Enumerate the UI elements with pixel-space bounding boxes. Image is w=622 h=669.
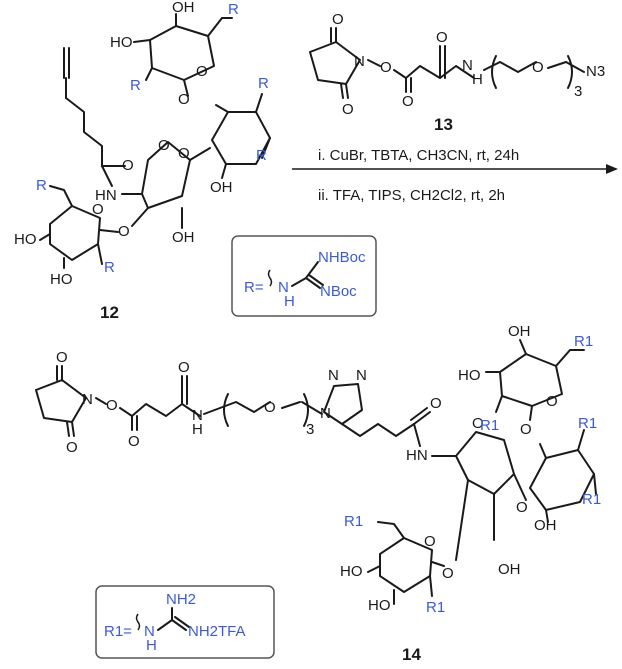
c14-cyclohexane-r1-top: R1 <box>578 415 597 432</box>
r1-wavy-bond-icon <box>135 613 141 631</box>
r-legend-nhboc: NHBoc <box>318 249 366 266</box>
compound-13-label: 13 <box>434 115 453 134</box>
c14-cyclohexane-oh: OH <box>534 517 557 534</box>
top-sugar-r: R <box>130 77 141 94</box>
c14-bottom-sugar-ring-o: O <box>424 533 436 550</box>
bottom-sugar-ho-1: HO <box>14 231 37 248</box>
c14-amide-carbonyl-o: O <box>178 359 190 376</box>
peg-nh: H <box>472 71 483 88</box>
c14-ester-carbonyl-o: O <box>128 433 140 450</box>
compound-12-structure: O HN O OH O O R R OH O O OH HO R R <box>14 0 271 288</box>
amide-oxygen: O <box>122 157 134 174</box>
c14-top-sugar-ring-o: O <box>546 393 558 410</box>
ester-o: O <box>380 59 392 76</box>
cyclohexane-r-right: R <box>256 147 267 164</box>
ribose-anomeric-o: O <box>178 145 190 162</box>
c14-peg-o: O <box>264 399 276 416</box>
peg-n: N <box>462 57 473 74</box>
cyclohexane-r-top: R <box>258 75 269 92</box>
bottom-sugar-ring-o: O <box>92 201 104 218</box>
triazole-n1: N <box>320 405 331 422</box>
c14-top-sugar-oh: OH <box>508 323 531 340</box>
c14-bottom-sugar-ho-2: HO <box>368 597 391 614</box>
compound-13-structure: O O N O O O H N O 3 N3 <box>309 11 605 118</box>
triazole-n3: N <box>356 367 367 384</box>
bottom-sugar-r-ch2: R <box>36 177 47 194</box>
condition-step-1: i. CuBr, TBTA, CH3CN, rt, 24h <box>318 147 519 164</box>
ribose-linker-o: O <box>118 223 130 240</box>
r-legend-label: R= <box>244 279 264 296</box>
wavy-bond-icon <box>267 269 273 287</box>
c14-ribose-linker-o: O <box>442 565 454 582</box>
bottom-sugar-r: R <box>104 259 115 276</box>
c14-ester-o: O <box>106 397 118 414</box>
ribose-oh: OH <box>172 229 195 246</box>
arrow-head-icon <box>606 164 618 174</box>
reaction-arrow-group <box>292 164 618 174</box>
condition-step-2: ii. TFA, TIPS, CH2Cl2, rt, 2h <box>318 187 505 204</box>
c14-bottom-sugar-r1-ch2: R1 <box>344 513 363 530</box>
c14-succinimide-o-top: O <box>56 349 68 366</box>
c14-top-sugar-r1-ch2: R1 <box>574 333 593 350</box>
peg-o: O <box>532 59 544 76</box>
c14-ribose-o: O <box>472 415 484 432</box>
succinimide-n: N <box>354 53 365 70</box>
c14-succinimide-o-bottom: O <box>66 439 78 456</box>
glycosidic-o-upper: O <box>178 91 190 108</box>
c14-peg-repeat-3: 3 <box>306 421 314 438</box>
ribose-o: O <box>158 137 170 154</box>
c14-linker-carbonyl-o: O <box>430 395 442 412</box>
c14-glycosidic-o-upper: O <box>520 421 532 438</box>
top-sugar-r-ch2: R <box>228 1 239 18</box>
azide-n3: N3 <box>586 63 605 80</box>
succinimide-o-bottom: O <box>342 101 354 118</box>
cyclohexane-oh: OH <box>210 179 233 196</box>
c14-nh: H <box>192 421 203 438</box>
amide-carbonyl-o: O <box>436 29 448 46</box>
amide-hn: HN <box>95 187 117 204</box>
r-legend-h: H <box>284 293 295 310</box>
r1-legend-box: R1= N H NH2 NH2TFA <box>95 585 275 659</box>
top-sugar-ho: HO <box>110 34 133 51</box>
c14-n: N <box>192 407 203 424</box>
bottom-sugar-ho-2: HO <box>50 271 73 288</box>
compound-14-label: 14 <box>402 645 421 664</box>
succinimide-o-top: O <box>332 11 344 28</box>
r1-legend-n: N <box>144 623 155 640</box>
c14-linker-hn: HN <box>406 447 428 464</box>
compound-14-structure: O O N O O O N H O 3 N N N O HN <box>35 323 601 616</box>
c14-top-sugar-ho: HO <box>458 367 481 384</box>
c14-ribose-oh: OH <box>498 561 521 578</box>
r-legend-n: N <box>278 279 289 296</box>
c14-top-sugar-r1: R1 <box>480 417 499 434</box>
r-legend-box: R= N H NHBoc NBoc <box>231 235 377 317</box>
c14-bottom-sugar-r1: R1 <box>426 599 445 616</box>
r1-legend-label: R1= <box>104 623 132 640</box>
ester-carbonyl-o: O <box>402 93 414 110</box>
top-sugar-oh: OH <box>172 0 195 16</box>
r1-legend-nh2: NH2 <box>166 591 196 608</box>
c14-succinimide-n: N <box>82 391 93 408</box>
r1-legend-nh2tfa: NH2TFA <box>188 623 246 640</box>
peg-repeat-3: 3 <box>574 83 582 100</box>
c14-ribose-anomeric-o: O <box>516 499 528 516</box>
compound-12-label: 12 <box>100 303 119 322</box>
c14-cyclohexane-r1-right: R1 <box>582 491 601 508</box>
r1-legend-h: H <box>146 637 157 654</box>
r-legend-nboc: NBoc <box>320 283 357 300</box>
top-sugar-ring-o: O <box>196 63 208 80</box>
triazole-n2: N <box>328 367 339 384</box>
c14-bottom-sugar-ho-1: HO <box>340 563 363 580</box>
